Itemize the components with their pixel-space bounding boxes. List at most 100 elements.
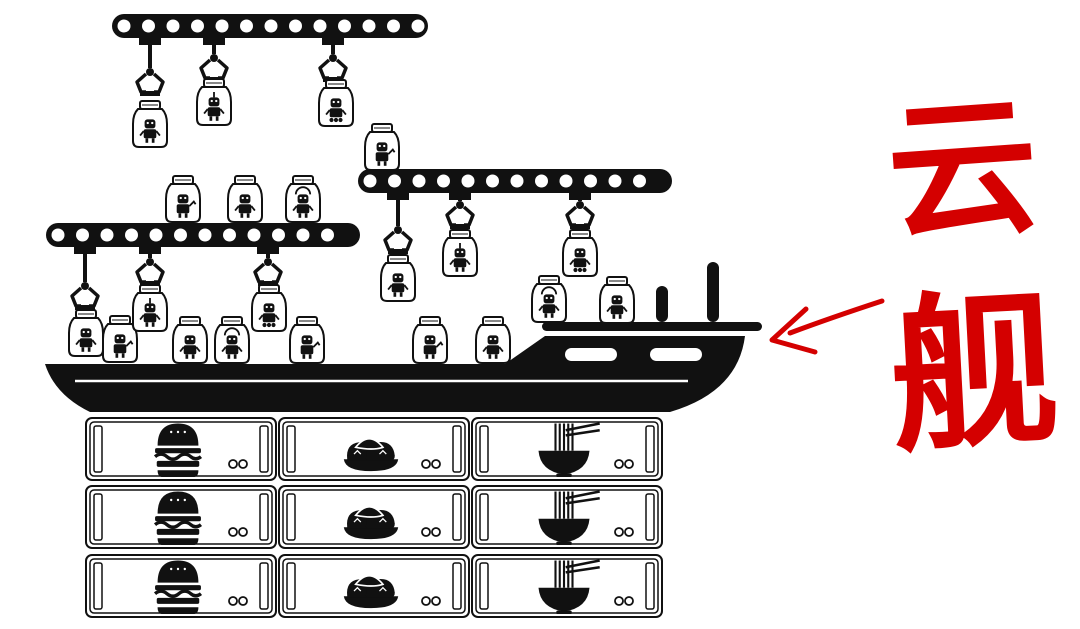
rack-rail — [286, 562, 296, 610]
robot-leg — [87, 347, 91, 352]
robot-leg — [185, 354, 189, 359]
rail-hole — [321, 228, 334, 242]
robot-body — [207, 107, 221, 117]
robot-eye — [151, 305, 154, 309]
server-rack — [85, 554, 277, 618]
robot-arm — [258, 314, 264, 321]
robot-eye — [191, 337, 194, 341]
noodle-bowl-icon — [538, 559, 600, 615]
robot-eye — [186, 337, 189, 341]
robot-leg — [227, 354, 231, 359]
claw-joint — [146, 258, 154, 266]
robot-eye — [337, 100, 340, 104]
claw-joint — [394, 226, 402, 234]
robot-jar-icon — [68, 309, 104, 357]
rack-indicator — [421, 527, 431, 537]
rail-hole — [247, 228, 261, 242]
robot-eye — [461, 250, 464, 254]
robot-body — [79, 338, 93, 348]
rack-indicator — [431, 596, 441, 606]
rack-rail — [259, 562, 269, 610]
rack-rail — [259, 425, 269, 473]
robot — [375, 142, 396, 166]
claw-fingers — [565, 205, 595, 227]
rack-indicator — [238, 459, 248, 469]
claw-fingers — [445, 205, 475, 227]
robot-wheel — [577, 267, 583, 273]
sesame-seed — [170, 430, 173, 434]
robot-eye — [303, 337, 306, 341]
server-rack — [278, 417, 470, 481]
robot-jar-icon — [412, 316, 448, 364]
robot-arm — [449, 259, 455, 266]
robot — [176, 194, 197, 218]
rail-hanger — [139, 36, 161, 45]
rack-rail — [479, 425, 489, 473]
claw-fingers — [253, 262, 283, 284]
robot-body — [183, 345, 197, 355]
rail-hole — [240, 19, 253, 33]
robot-body — [262, 313, 276, 323]
rail-hole — [437, 174, 450, 188]
claw-fingers — [70, 286, 100, 308]
robot-jar-icon — [214, 316, 250, 364]
robotic-claw-icon — [253, 258, 283, 286]
sesame-seed — [176, 567, 180, 571]
robot-wheel — [582, 267, 587, 273]
robot-eye — [246, 196, 249, 200]
dumpling-fold — [353, 449, 362, 455]
robot-eye — [378, 144, 381, 148]
robot-arm — [139, 314, 145, 321]
robot — [139, 119, 161, 143]
robot-body — [238, 204, 252, 214]
robot — [292, 186, 314, 218]
rail-hole — [51, 228, 65, 242]
robot-arm — [482, 346, 488, 353]
chopstick — [565, 422, 600, 432]
robot-arm — [237, 346, 243, 353]
rack-rail — [645, 425, 655, 473]
rail-hanger — [203, 36, 225, 45]
burger-icon — [153, 491, 203, 546]
conveyor-rail-icon — [358, 169, 672, 254]
robot-eye — [332, 100, 335, 104]
robot-jar-icon — [196, 78, 232, 126]
ship-mast — [707, 262, 719, 322]
robot-arm — [179, 346, 185, 353]
rack-indicator — [228, 596, 238, 606]
robot-leg — [377, 161, 381, 166]
robot-leg — [240, 213, 244, 218]
robot-jar-icon — [318, 79, 354, 127]
burger-icon — [153, 560, 203, 615]
robot-leg — [494, 354, 498, 359]
rack-rail — [452, 493, 462, 541]
robot-head — [574, 248, 586, 258]
claw-joint — [576, 201, 584, 209]
robot-body — [113, 344, 127, 354]
claw-grip — [570, 224, 590, 229]
sesame-seed — [176, 498, 180, 502]
robot-eye — [299, 196, 302, 200]
rail-hanger — [74, 245, 96, 254]
robot-head — [263, 303, 275, 313]
robot-head — [424, 335, 436, 345]
robot-leg — [178, 213, 182, 218]
robot-head — [239, 194, 251, 204]
robotic-claw-icon — [70, 282, 100, 310]
rack-indicator — [624, 596, 634, 606]
dumpling — [354, 574, 385, 587]
rack-indicator — [228, 459, 238, 469]
dumpling — [354, 437, 385, 450]
bowl-foot — [556, 541, 572, 546]
robotic-claw-icon — [135, 258, 165, 286]
robot-leg — [151, 138, 155, 143]
burger-lettuce — [153, 520, 203, 529]
claw-joint — [146, 68, 154, 76]
rack-rail — [645, 493, 655, 541]
robot — [234, 194, 256, 218]
noodle-bowl — [538, 518, 590, 543]
robot-wheel — [573, 267, 578, 273]
robot-eye — [87, 330, 90, 334]
rack-indicator — [614, 527, 624, 537]
robot-head — [144, 119, 156, 129]
